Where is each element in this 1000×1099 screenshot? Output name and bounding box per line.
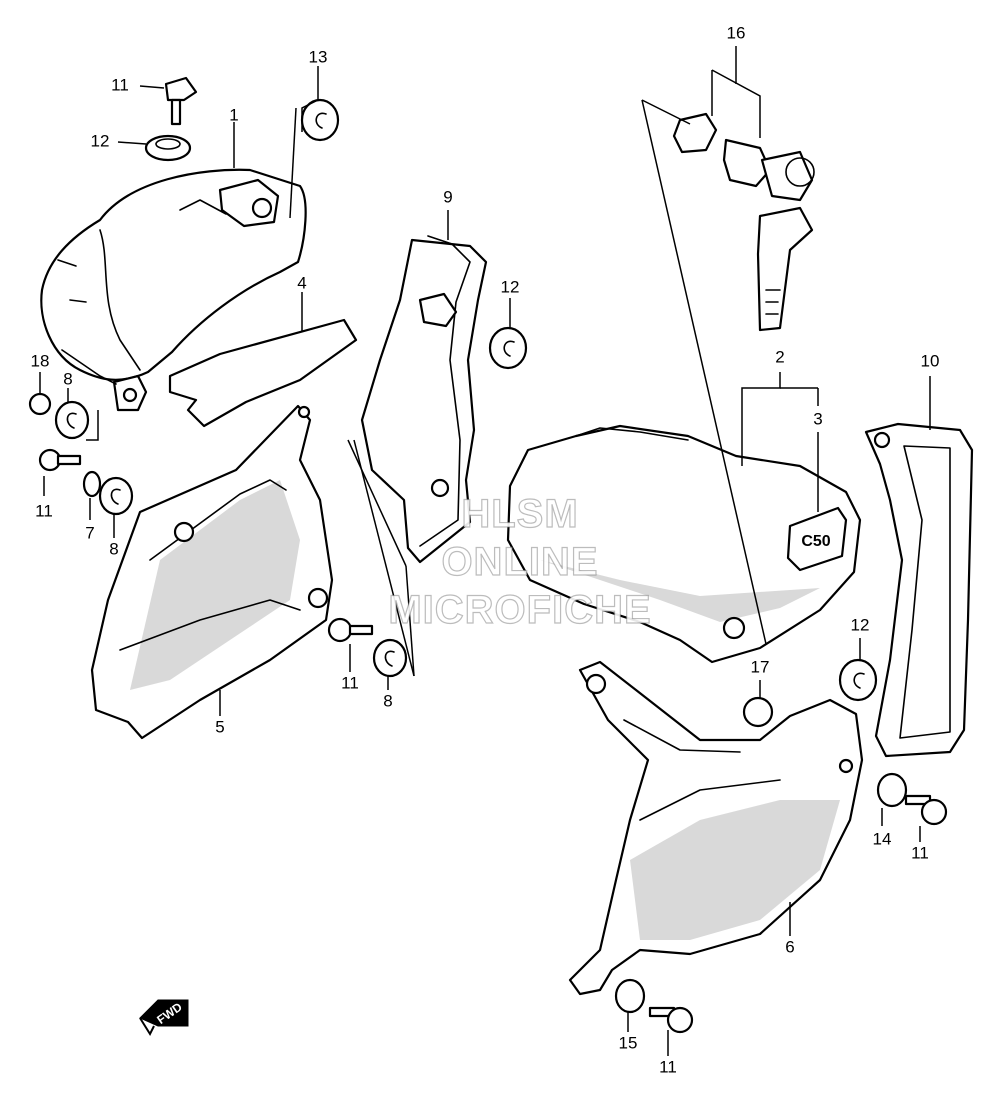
- collar-8-left-top: [54, 400, 90, 440]
- callout-16: 16: [727, 23, 746, 42]
- collar-15: [614, 978, 646, 1014]
- grommet-12-right: [838, 658, 878, 702]
- bolt-11-left: [38, 448, 82, 472]
- callout-7: 7: [85, 523, 94, 542]
- part-9-bracket: [360, 235, 488, 564]
- callout-6: 6: [785, 937, 794, 956]
- callout-13: 13: [309, 47, 328, 66]
- part-5-side-cover-left: [90, 404, 334, 740]
- callout-1: 1: [229, 105, 238, 124]
- watermark-line-1: HLSM: [461, 491, 579, 536]
- collar-14: [876, 772, 908, 808]
- callout-8-left-mid: 8: [109, 539, 118, 558]
- callout-15: 15: [619, 1033, 638, 1052]
- part-10-bracket: [864, 422, 974, 758]
- leader-lines: [39, 46, 931, 1056]
- callout-14: 14: [873, 829, 892, 848]
- callout-11-left: 11: [35, 501, 53, 520]
- collar-8-left-mid: [98, 476, 134, 516]
- callout-8-mid: 8: [383, 691, 392, 710]
- part-1-front-cover: [40, 168, 307, 412]
- callout-5: 5: [215, 717, 224, 736]
- callout-3: 3: [813, 409, 822, 428]
- callout-labels: 11 12 1 13 4 18 8 11 7 8 5 9 12 11 8 16 …: [31, 23, 940, 1076]
- callout-11-top: 11: [111, 75, 129, 94]
- part-16-key-lock-set: [672, 112, 815, 332]
- grommet-17: [742, 696, 774, 728]
- part-3-emblem: C50: [786, 506, 848, 572]
- callout-9: 9: [443, 187, 452, 206]
- callout-11-mid: 11: [341, 673, 359, 692]
- collar-8-mid: [372, 638, 408, 678]
- bolt-11-mid: [327, 617, 374, 643]
- callout-17: 17: [751, 657, 770, 676]
- fwd-direction-badge: FWD: [139, 999, 189, 1037]
- bolt-11-bottom: [648, 1006, 694, 1034]
- bolt-11-right: [904, 794, 948, 826]
- callout-11-right: 11: [911, 843, 929, 862]
- callout-4: 4: [297, 273, 306, 292]
- emblem-text: C50: [801, 533, 830, 550]
- part-6-side-cover-lower: [568, 660, 864, 996]
- callout-8-left-top: 8: [63, 369, 72, 388]
- washer-7: [82, 470, 102, 498]
- callout-10: 10: [921, 351, 940, 370]
- callout-18: 18: [31, 351, 50, 370]
- callout-12-right: 12: [851, 615, 870, 634]
- part-4-bracket: [168, 318, 358, 428]
- callout-2: 2: [775, 347, 784, 366]
- grommet-12-mid: [488, 326, 528, 370]
- grommet-12-top: [144, 134, 192, 162]
- callout-12-top: 12: [91, 131, 110, 150]
- callout-11-bottom: 11: [659, 1057, 677, 1076]
- watermark-line-3: MICROFICHE: [388, 587, 652, 632]
- bolt-11-top: [164, 76, 198, 126]
- part-2-side-cover-right: C50: [506, 424, 862, 664]
- callout-12-mid: 12: [501, 277, 520, 296]
- nut-18: [28, 392, 52, 416]
- watermark-line-2: ONLINE: [441, 539, 599, 584]
